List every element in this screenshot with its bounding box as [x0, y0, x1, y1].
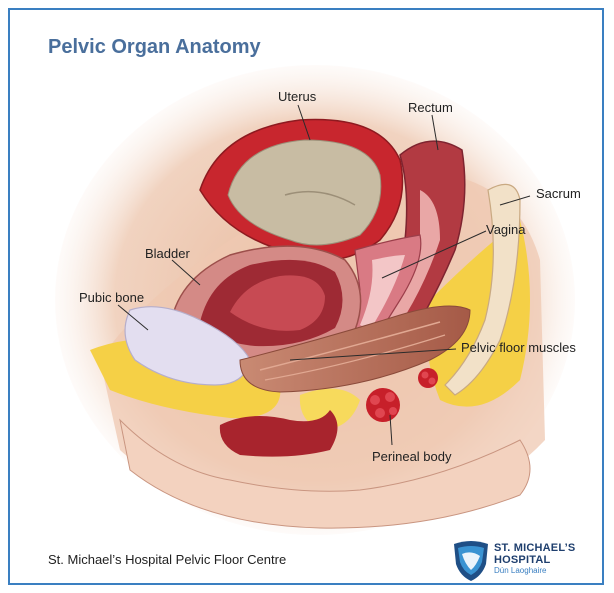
- label-rectum: Rectum: [408, 100, 453, 115]
- label-sacrum: Sacrum: [536, 186, 581, 201]
- label-vagina: Vagina: [486, 222, 526, 237]
- footer-caption: St. Michael’s Hospital Pelvic Floor Cent…: [48, 552, 286, 567]
- shield-logo-icon: [452, 540, 490, 582]
- hospital-logo: ST. MICHAEL’S HOSPITAL Dún Laoghaire: [452, 538, 592, 584]
- label-perineal-body: Perineal body: [372, 449, 452, 464]
- label-bladder: Bladder: [145, 246, 190, 261]
- label-uterus: Uterus: [278, 89, 317, 104]
- label-pubic-bone: Pubic bone: [79, 290, 144, 305]
- label-pelvic-floor-muscles: Pelvic floor muscles: [461, 340, 576, 355]
- logo-line-2: HOSPITAL: [494, 554, 575, 566]
- logo-line-3: Dún Laoghaire: [494, 566, 575, 576]
- logo-line-1: ST. MICHAEL’S: [494, 542, 575, 554]
